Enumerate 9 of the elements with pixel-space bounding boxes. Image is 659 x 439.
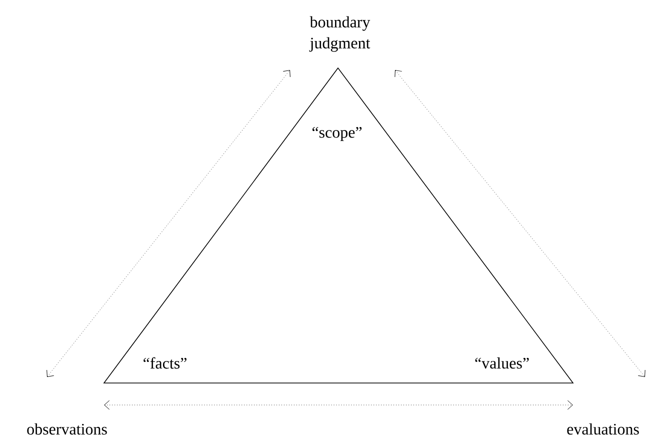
double-arrow — [394, 70, 646, 377]
corner-label: “scope” — [312, 126, 362, 142]
node-label: boundary judgment — [309, 16, 370, 52]
node-label: evaluations — [567, 423, 639, 435]
double-arrow — [46, 70, 290, 377]
double-arrow — [104, 400, 573, 410]
node-label: observations — [27, 423, 107, 435]
corner-label: “values” — [475, 357, 529, 369]
corner-label: “facts” — [144, 357, 186, 369]
